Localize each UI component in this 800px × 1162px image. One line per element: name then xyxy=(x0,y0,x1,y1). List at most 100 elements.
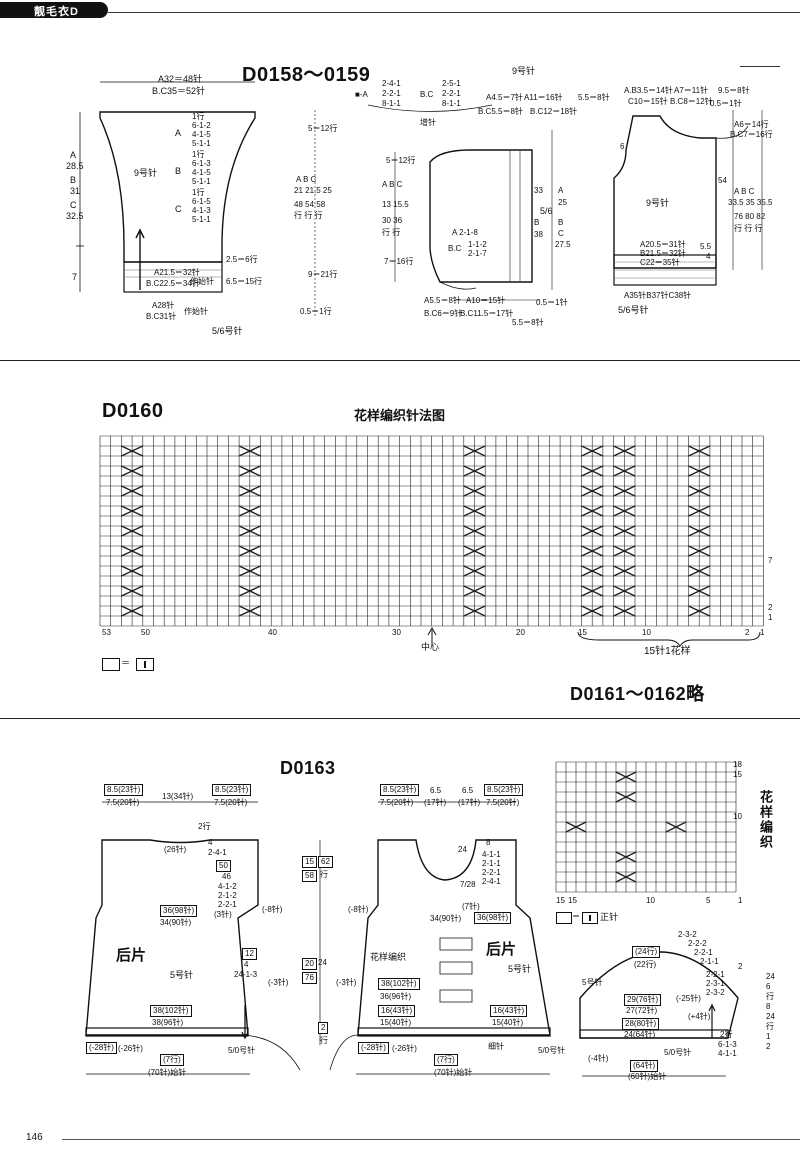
front-54: 54 xyxy=(718,176,727,185)
sleeve-abc: A B C xyxy=(382,180,403,189)
chart-center: 中心 xyxy=(421,642,440,652)
front-top5: B.C8＝12针 xyxy=(670,97,713,106)
back-bc31: B.C31针 xyxy=(146,312,177,321)
back-36: 36(98针) xyxy=(160,905,198,917)
row-1: 1 xyxy=(768,613,773,622)
axis-30: 30 xyxy=(392,628,401,637)
back-rib-minus26: (-26针) xyxy=(118,1044,143,1053)
row-7: 7 xyxy=(768,556,773,565)
inc-a-label: ■-A xyxy=(355,90,368,99)
section-divider-1 xyxy=(0,360,800,361)
front-rib-needle: 5/6号针 xyxy=(618,305,649,315)
mid-abc: A B C xyxy=(296,175,317,184)
front-38: 38(102针) xyxy=(378,978,420,990)
front-15-right: 15(40针) xyxy=(492,1018,524,1027)
back-r58: 58 xyxy=(302,870,317,882)
sleeve-a11: A11＝16针 xyxy=(524,93,563,102)
front-row2: 76 80 82 xyxy=(734,212,766,221)
small-legend-box xyxy=(556,912,572,924)
back-top-left2: 7.5(20针) xyxy=(106,798,140,807)
sleeve-dec-bc: B.C xyxy=(448,244,462,253)
chart-title: 花样编织针法图 xyxy=(354,408,446,423)
back-needle: 9号针 xyxy=(134,168,158,178)
mid-5: 5＝12行 xyxy=(308,124,338,133)
small-chart-b10: 10 xyxy=(646,896,655,905)
front-b215: B21.5＝32针 xyxy=(640,249,686,258)
cable-cross-mark xyxy=(613,545,636,557)
sleeve2-needle: 5号针 xyxy=(582,978,603,987)
dec-c-letter: C xyxy=(175,204,182,214)
sleeve2-minus25: (-25针) xyxy=(676,994,701,1003)
dec-b-letter: B xyxy=(175,166,182,176)
row-2: 2 xyxy=(768,603,773,612)
back-top-left: 8.5(23针) xyxy=(104,784,144,796)
sleeve2-22: (22行) xyxy=(634,960,657,969)
back-4: 4 xyxy=(208,838,213,847)
back-needle-d0163: 5号针 xyxy=(170,970,194,980)
cable-cross-mark xyxy=(463,445,486,457)
mid-9: 9＝21行 xyxy=(308,270,338,279)
front-rib-needle: 5/0号针 xyxy=(538,1046,566,1055)
front-36: 36(98针) xyxy=(474,912,512,924)
back-width-bc: B.C35＝52针 xyxy=(152,86,206,96)
front-34: 34(90针) xyxy=(430,914,462,923)
back-2411: 2-4-1 xyxy=(208,848,227,857)
cable-cross-mark xyxy=(613,585,636,597)
back-box12: 12 xyxy=(242,948,257,960)
sleeve-25: 25 xyxy=(558,198,567,207)
back-rib-7rows: (7行) xyxy=(160,1054,184,1066)
cable-cross-mark xyxy=(121,605,144,617)
cable-cross-mark xyxy=(581,465,604,477)
sleeve2-29: 29(76针) xyxy=(624,994,662,1006)
sleeve2-24b: 24(64针) xyxy=(624,1030,656,1039)
back-h-a: 28.5 xyxy=(66,161,84,171)
rib-needle: 5/6号针 xyxy=(212,326,243,336)
back-h-b-label: B xyxy=(70,175,77,185)
back-top-mid: 13(34针) xyxy=(162,792,194,801)
small-chart-b15: 15 xyxy=(556,896,565,905)
cable-cross-mark xyxy=(613,465,636,477)
cable-cross-mark xyxy=(615,771,637,783)
front-minus8: (-8针) xyxy=(348,905,369,914)
inc-title: 增针 xyxy=(420,118,436,127)
header-rule xyxy=(108,12,800,13)
small-chart-b5: 5 xyxy=(706,896,711,905)
cable-cross-mark xyxy=(615,851,637,863)
back-box50: 50 xyxy=(216,860,231,872)
sleeve-bc12: B.C12＝18针 xyxy=(530,107,578,116)
sleeve-bot3: B.C6＝9针 xyxy=(424,309,463,318)
sleeve2-rib-needle: 5/0号针 xyxy=(664,1048,692,1057)
front-728: 7/28 xyxy=(460,880,476,889)
cable-cross-mark xyxy=(581,445,604,457)
cable-cross-mark xyxy=(688,565,711,577)
sleeve-c-side: C xyxy=(558,229,564,238)
omitted-patterns: D0161～0162略 xyxy=(570,684,705,704)
front-c22: C22＝35针 xyxy=(640,258,680,267)
back-r24: 24 xyxy=(318,958,327,967)
back-h-b: 31 xyxy=(70,186,81,196)
back-caston2: 作始针 xyxy=(184,307,208,316)
cable-cross-mark xyxy=(613,605,636,617)
cable-cross-mark xyxy=(463,565,486,577)
back-r2: 2 xyxy=(318,1022,329,1034)
front-bottom: (70针)始针 xyxy=(434,1068,473,1077)
sec1-drawings xyxy=(76,81,763,318)
back-h-c-label: C xyxy=(70,200,77,210)
sleeve-b: B xyxy=(534,218,540,227)
front-top1: A.B3.5＝14针 xyxy=(624,86,673,95)
cable-cross-mark xyxy=(688,445,711,457)
small-chart-10: 10 xyxy=(733,812,742,821)
front-row3: 行 行 行 xyxy=(734,224,763,233)
back-r62: 62 xyxy=(318,856,333,868)
cable-cross-mark xyxy=(121,505,144,517)
page-number: 146 xyxy=(26,1132,43,1143)
back-a215: A21.5＝32针 xyxy=(154,268,200,277)
sleeve-30: 30 36 xyxy=(382,216,403,225)
front-top-1: 8.5(23针) xyxy=(380,784,420,796)
sleeve-33: 33 xyxy=(534,186,543,195)
sleeve-b-side: B xyxy=(558,218,564,227)
